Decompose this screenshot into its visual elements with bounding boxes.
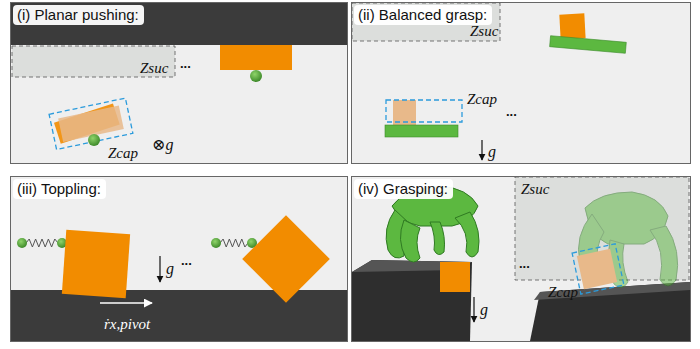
panel-title: (ii) Balanced grasp: <box>354 5 492 25</box>
task-panel: (i) Planar pushing: <box>10 2 348 164</box>
continuation-dots: ... <box>181 254 192 267</box>
panel-title: (iv) Grasping: <box>354 179 453 199</box>
math-label: g <box>166 261 174 277</box>
panel-title: (i) Planar pushing: <box>13 5 144 25</box>
panel-title: (iii) Toppling: <box>13 179 106 199</box>
math-label: Zcap <box>467 92 497 107</box>
math-label: Zsuc <box>140 61 168 76</box>
math-label: Zsuc <box>470 24 498 39</box>
continuation-dots: ... <box>519 257 530 270</box>
math-label: g <box>480 302 488 318</box>
math-label: Zsuc <box>521 182 549 197</box>
math-label: Zcap <box>548 285 578 300</box>
math-label: g <box>488 144 496 160</box>
math-label: Zcap <box>108 146 138 161</box>
math-label: ⊗g <box>152 137 173 153</box>
task-panel: (iii) Toppling: <box>10 176 348 342</box>
task-panel: (ii) Balanced grasp: <box>351 2 691 164</box>
math-label: ṙx,pivot <box>104 317 150 332</box>
continuation-dots: ... <box>180 57 191 70</box>
continuation-dots: ... <box>506 105 517 118</box>
